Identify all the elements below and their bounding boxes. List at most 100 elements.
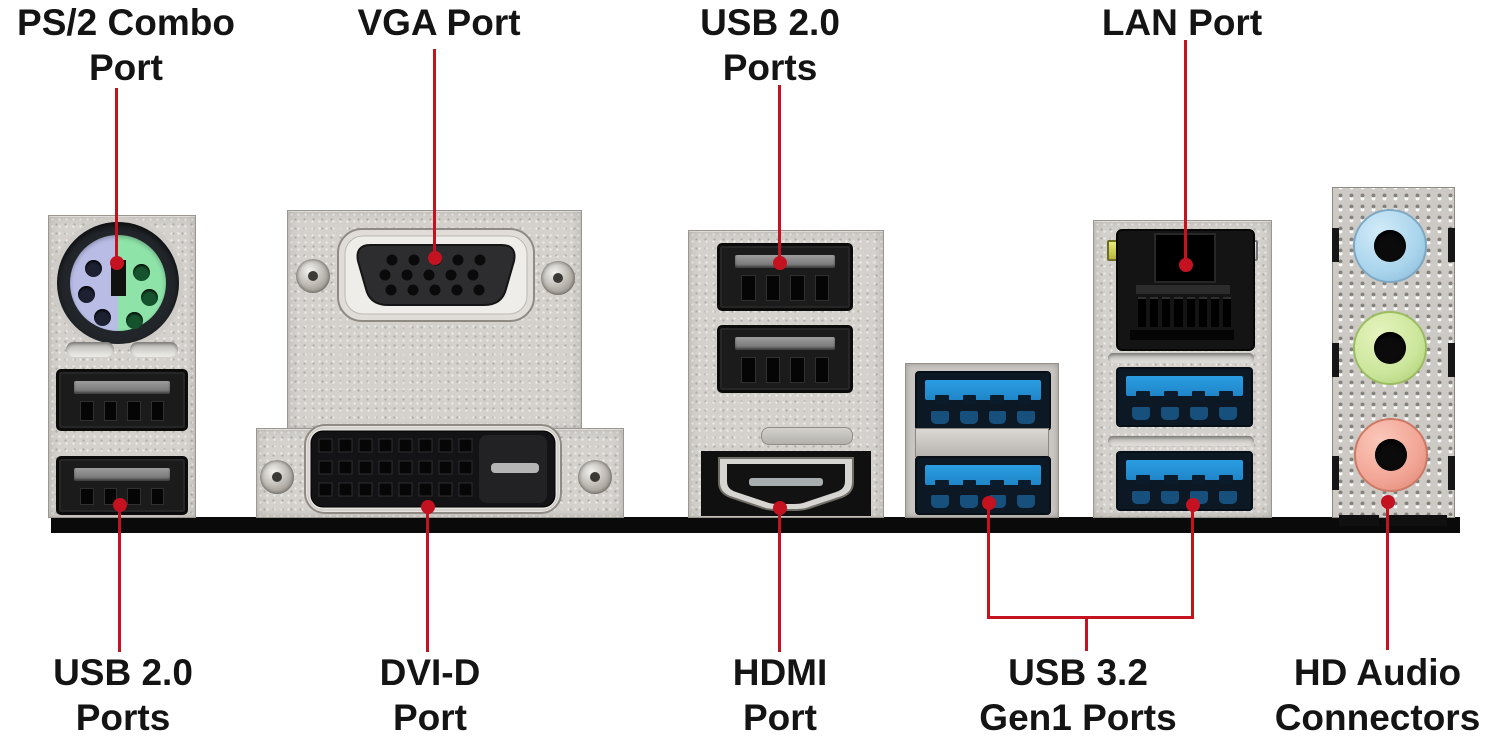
ps2-pin-hole: [94, 309, 111, 326]
usb-contacts: [741, 275, 829, 301]
callout-dot-lan: [1179, 258, 1193, 272]
usb32-gen1-port: [915, 456, 1051, 515]
label-usb2-ports-top: USB 2.0 Ports: [670, 0, 870, 90]
usb3-contacts: [935, 395, 1031, 404]
callout-dot-vga: [428, 251, 442, 265]
audio-jack-line-in: [1353, 209, 1427, 283]
usb3-contacts: [935, 480, 1031, 489]
bracket-foot: [1339, 515, 1379, 526]
usb3-prongs: [931, 495, 1035, 508]
label-ps2-combo-port: PS/2 Combo Port: [6, 0, 246, 90]
label-line: PS/2 Combo: [17, 2, 235, 43]
usb2-hdmi-shroud: [688, 230, 884, 518]
usb3-prongs: [931, 411, 1035, 424]
bracket-tab: [1332, 343, 1339, 377]
audio-jack-line-out: [1353, 311, 1427, 385]
callout-line-audio: [1386, 502, 1389, 650]
label-line: Port: [89, 47, 163, 88]
label-line: LAN Port: [1101, 2, 1263, 43]
rj45-contacts: [1138, 297, 1231, 327]
usb2-port: [717, 243, 853, 311]
usb2-port: [56, 369, 188, 431]
shell-groove: [1108, 353, 1254, 363]
bracket-vent: [130, 342, 178, 357]
bracket-tab: [1448, 343, 1455, 377]
shell-groove: [1108, 436, 1254, 446]
callout-dot-dvi: [421, 500, 435, 514]
callout-dot-usb2-bottom: [113, 498, 127, 512]
port-divider: [915, 428, 1049, 457]
label-usb2-ports-bottom: USB 2.0 Ports: [23, 650, 223, 740]
motherboard-edge-bar: [51, 517, 1460, 533]
bracket-foot: [1389, 515, 1447, 526]
usb-tongue: [74, 468, 170, 481]
usb32-gen1-port: [1116, 451, 1253, 511]
label-dvi-d-port: DVI-D Port: [330, 650, 530, 740]
callout-line-usb2-bottom: [118, 505, 121, 652]
thumbscrew: [578, 460, 612, 494]
thumbscrew: [260, 460, 294, 494]
usb2-port: [717, 325, 853, 393]
label-line: Port: [393, 697, 467, 738]
label-line: USB 2.0: [700, 2, 840, 43]
label-line: DVI-D: [379, 652, 481, 693]
usb3-prongs: [1132, 407, 1237, 420]
label-line: Connectors: [1274, 697, 1481, 738]
bracket-tab: [1332, 228, 1339, 262]
callout-line-vga: [433, 49, 436, 258]
usb3-blue-tongue: [925, 465, 1041, 485]
label-usb32-gen1-ports: USB 3.2 Gen1 Ports: [948, 650, 1208, 740]
callout-dot-usb32-left: [982, 496, 996, 510]
usb32-gen1-port: [1116, 367, 1253, 427]
callout-line-usb32-mid: [1085, 619, 1088, 651]
ps2-pin-hole: [85, 260, 102, 277]
label-line: USB 3.2: [1008, 652, 1148, 693]
rj45-base: [1130, 330, 1234, 340]
callout-line-ps2: [115, 88, 118, 263]
callout-line-usb2-top: [778, 85, 781, 263]
callout-bracket-usb32: [987, 616, 1194, 619]
callout-dot-usb2-top: [773, 256, 787, 270]
usb-tongue: [735, 337, 835, 350]
callout-dot-ps2: [110, 256, 124, 270]
callout-line-usb32-left: [987, 503, 990, 619]
thumbscrew: [541, 261, 575, 295]
usb-contacts: [80, 488, 164, 505]
ps2-usb-bracket: [48, 215, 196, 518]
bracket-tab: [1448, 228, 1455, 262]
ps2-pin-hole: [78, 286, 95, 303]
ps2-pin-hole: [141, 289, 158, 306]
label-line: USB 2.0: [53, 652, 193, 693]
usb-tongue: [74, 381, 170, 394]
callout-dot-usb32-right: [1186, 498, 1200, 512]
callout-line-hdmi: [778, 508, 781, 652]
hdmi-port: [718, 457, 854, 511]
dvi-d-port: [304, 424, 562, 514]
usb32-gen1-port: [915, 371, 1051, 431]
hd-audio-bracket: [1332, 187, 1455, 526]
usb3-blue-tongue: [1126, 460, 1243, 480]
vga-port: [337, 228, 535, 322]
usb3-contacts: [1136, 475, 1233, 484]
label-line: Gen1 Ports: [979, 697, 1177, 738]
bracket-tab: [1448, 456, 1455, 490]
callout-dot-audio: [1381, 495, 1395, 509]
callout-line-lan: [1184, 40, 1187, 265]
callout-line-dvi: [426, 507, 429, 652]
usb3-prongs: [1132, 491, 1237, 504]
usb3-blue-tongue: [925, 380, 1041, 400]
label-hdmi-port: HDMI Port: [680, 650, 880, 740]
usb3-contacts: [1136, 391, 1233, 400]
label-line: Ports: [75, 697, 171, 738]
label-line: Port: [743, 697, 817, 738]
usb-contacts: [741, 357, 829, 383]
label-line: HDMI: [732, 652, 828, 693]
label-vga-port: VGA Port: [339, 0, 539, 45]
usb-contacts: [80, 401, 164, 421]
ps2-pin-hole: [126, 312, 143, 329]
shroud-tab: [761, 427, 853, 445]
label-line: Ports: [722, 47, 818, 88]
label-line: HD Audio: [1293, 652, 1462, 693]
rj45-bar: [1136, 285, 1230, 294]
